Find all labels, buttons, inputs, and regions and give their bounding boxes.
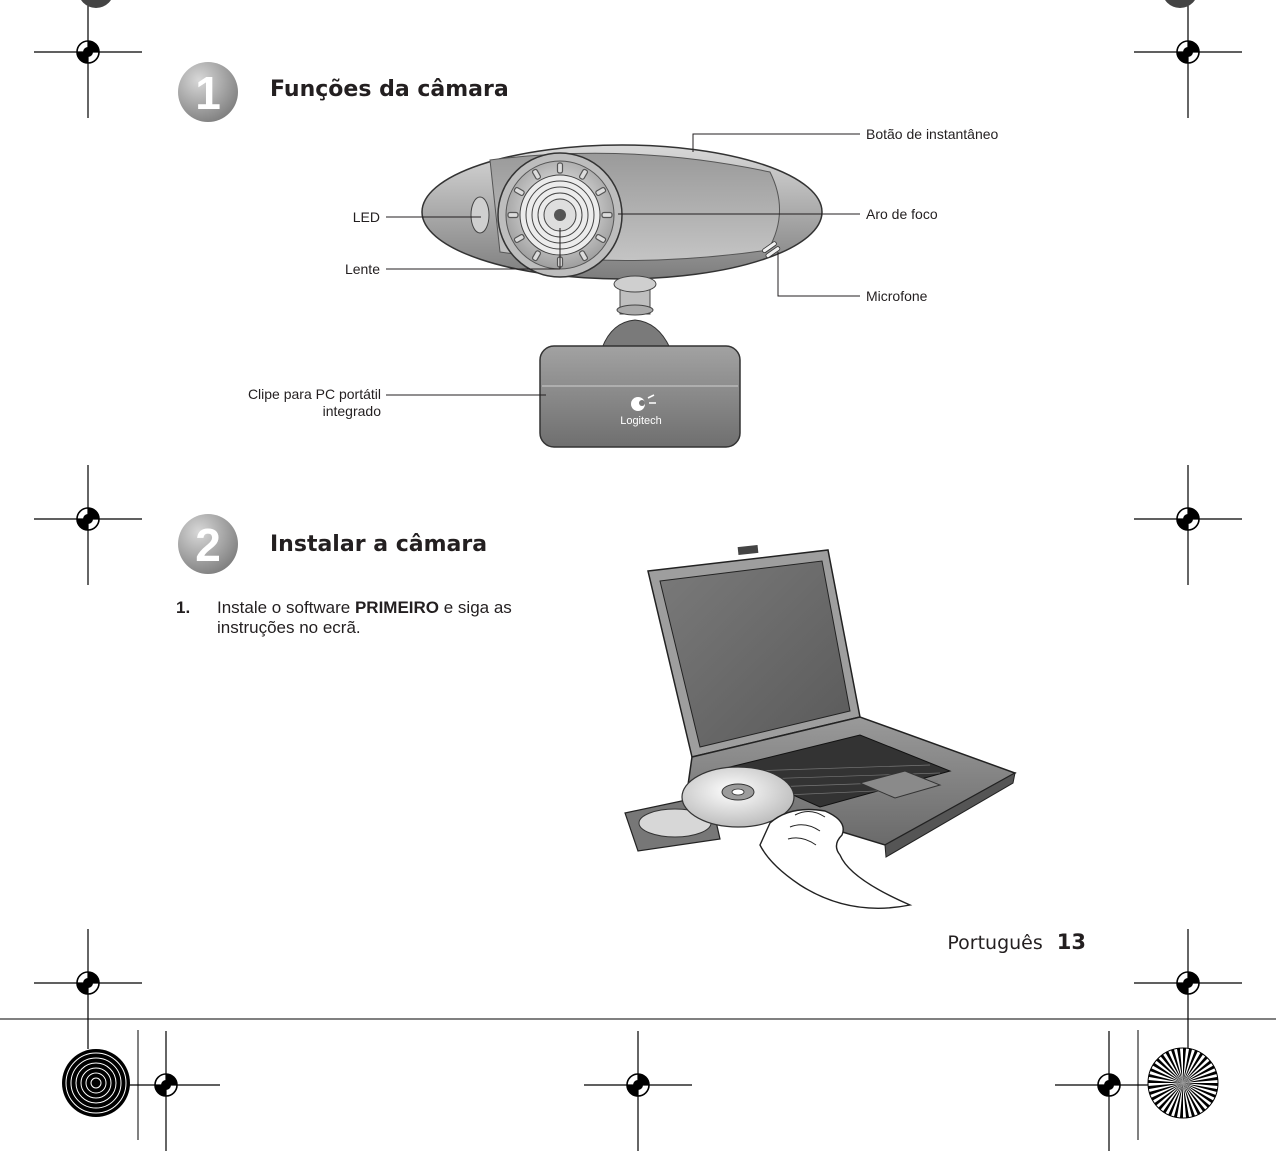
step-2-badge: 2 <box>178 514 238 574</box>
logitech-logo-icon: Logitech <box>620 394 662 427</box>
step-1-badge: 1 <box>178 62 238 122</box>
section-1-title: Funções da câmara <box>270 77 509 102</box>
page-footer: Português 13 <box>947 930 1086 954</box>
lens-label: Lente <box>344 261 380 277</box>
step-1-number: 1 <box>195 67 221 119</box>
clip-label: Clipe para PC portátil integrado <box>180 386 381 420</box>
focus-ring-label: Aro de foco <box>866 206 938 222</box>
install-step-text: Instale o software <box>217 598 355 617</box>
logo-text: Logitech <box>620 415 662 427</box>
section-2-title: Instalar a câmara <box>270 532 488 557</box>
clip-label-line1: Clipe para PC portátil <box>247 386 381 402</box>
install-step-number: 1. <box>176 598 191 617</box>
webcam-illustration: Logitech <box>421 144 823 448</box>
led-label: LED <box>352 209 380 225</box>
install-step-1: 1. Instale o software PRIMEIRO e siga as… <box>176 598 536 638</box>
footer-language: Português <box>947 932 1043 954</box>
install-step-text-end: e siga as instruções no ecrã. <box>217 598 512 637</box>
step-2-number: 2 <box>195 519 221 571</box>
snapshot-button-label: Botão de instantâneo <box>866 126 999 142</box>
laptop-cd-illustration <box>624 545 1017 909</box>
clip-label-line2: integrado <box>322 403 381 419</box>
microphone-label: Microfone <box>866 288 928 304</box>
page-number: 13 <box>1056 930 1086 954</box>
install-step-emphasis: PRIMEIRO <box>354 598 440 617</box>
